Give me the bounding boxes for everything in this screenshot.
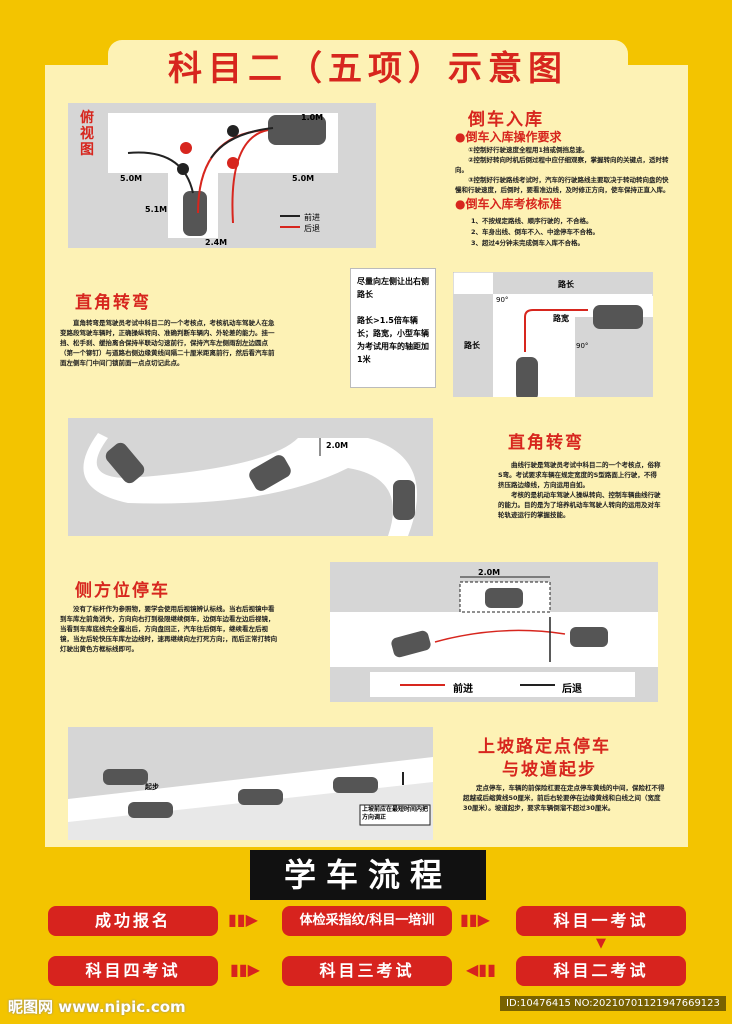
car-icon <box>570 627 608 647</box>
text: 2、车身出线、倒车不入、中途停车不合格。 <box>471 228 600 236</box>
section-heading: 与坡道起步 <box>502 760 597 780</box>
back-label: 后退 <box>562 684 582 695</box>
dim-label: 5.0M <box>292 174 315 183</box>
reverse-parking-text: ●倒车入库操作要求 ①控制好行驶速度全程用1挡或倒挡怠速。 ②控制好转向时机后倒过… <box>455 128 670 249</box>
side-parking-diagram <box>330 562 658 702</box>
dim-label: 2.0M <box>478 568 501 577</box>
step-subject4: 科目四考试 <box>48 956 218 986</box>
arrow-right-icon: ▮▮▶ <box>228 910 258 929</box>
step-subject2: 科目二考试 <box>516 956 686 986</box>
arrow-right-icon: ▮▮▶ <box>230 960 260 979</box>
legend-forward: 前进 <box>304 213 320 222</box>
angle-label: 90° <box>496 296 509 304</box>
text: ③控制好行驶路线考试时，汽车的行驶路线主要取决于转动转向盘的快慢和行驶速度，后倒… <box>455 176 670 194</box>
car-icon <box>105 442 145 484</box>
dim-label: 路长 <box>464 341 480 350</box>
watermark-id: ID:10476415 NO:20210701121947669123 <box>500 996 726 1011</box>
arrow-down-icon: ▼ <box>596 936 606 951</box>
arrow-left-icon: ◀▮▮ <box>466 960 496 979</box>
angle-label: 90° <box>576 342 589 350</box>
page-title: 科目二（五项）示意图 <box>108 40 628 98</box>
step-exam-training: 体检采指纹/科目一培训 <box>282 906 452 936</box>
section-heading: 侧方位停车 <box>75 581 170 601</box>
step-register: 成功报名 <box>48 906 218 936</box>
reverse-parking-diagram <box>68 103 376 248</box>
car-icon <box>128 802 173 818</box>
text: ②控制好转向时机后倒过程中应仔细观察，掌握转向的关键点，适时转向。 <box>455 156 669 174</box>
text: 考核的是机动车驾驶人操纵转向、控制车辆曲线行驶的能力。目的是为了培养机动车驾驶人… <box>498 491 661 519</box>
legend-back: 后退 <box>304 224 320 233</box>
text: 没有了标杆作为参照物，要学会使用后视镜辨认标线。当右后视镜中看到车库左前角消失，… <box>60 605 278 653</box>
car-icon <box>333 777 378 793</box>
start-label: 起步 <box>145 783 159 791</box>
section-heading: 上坡路定点停车 <box>478 737 611 757</box>
car-icon <box>391 630 431 658</box>
dim-label: 路长 <box>558 280 574 289</box>
section-heading: 倒车入库 <box>468 110 544 130</box>
process-banner: 学车流程 <box>250 850 486 900</box>
text: 1、不按规定路线、顺序行驶的，不合格。 <box>471 217 593 225</box>
car-icon <box>485 588 523 608</box>
dim-label: 路宽 <box>553 314 569 323</box>
subheading: ●倒车入库考核标准 <box>455 197 562 211</box>
step-subject1: 科目一考试 <box>516 906 686 936</box>
arrow-right-icon: ▮▮▶ <box>460 910 490 929</box>
car-icon <box>516 357 538 397</box>
text: 定点停车，车辆的前保险杠要在定点停车黄线的中间，保险杠不得超越或后缩黄线50厘米… <box>463 784 665 812</box>
car-icon <box>183 191 207 236</box>
car-icon <box>238 789 283 805</box>
s-curve-diagram <box>68 418 433 536</box>
dim-label: 5.0M <box>120 174 143 183</box>
text: 3、超过4分钟未完成倒车入库不合格。 <box>471 239 585 247</box>
dim-label: 2.0M <box>326 441 349 450</box>
watermark-logo: 昵图网 www.nipic.com <box>8 998 186 1016</box>
slope-diagram <box>68 727 433 840</box>
car-icon <box>103 769 148 785</box>
text: 路长>1.5倍车辆长；路宽，小型车辆为考试用车的轴距加1米 <box>357 316 429 364</box>
text: 曲线行驶是驾驶员考试中科目二的一个考核点，俗称S弯。考试要求车辆在规定宽度的S型… <box>498 461 661 489</box>
text: 尽量向左侧让出右侧路长 <box>357 277 429 299</box>
text: ①控制好行驶速度全程用1挡或倒挡怠速。 <box>468 146 589 154</box>
text: 直角转弯是驾驶员考试中科目二的一个考核点，考核机动车驾驶人在急变路段驾驶车辆时，… <box>60 319 275 367</box>
forward-label: 前进 <box>453 684 473 695</box>
right-angle-diagram <box>453 272 653 397</box>
note: 上坡前应在最短时间内把方向调正 <box>362 806 429 821</box>
car-icon <box>593 305 643 329</box>
subheading: ●倒车入库操作要求 <box>455 130 562 144</box>
dim-label: 5.1M <box>145 205 168 214</box>
dim-label: 1.0M <box>301 113 324 122</box>
section-heading: 直角转弯 <box>75 293 151 313</box>
dim-label: 2.4M <box>205 238 228 247</box>
view-label: 俯视图 <box>80 110 96 158</box>
car-icon <box>393 480 415 520</box>
car-icon <box>249 455 291 491</box>
car-icon <box>268 115 326 145</box>
step-subject3: 科目三考试 <box>282 956 452 986</box>
note-box: 尽量向左侧让出右侧路长 路长>1.5倍车辆长；路宽，小型车辆为考试用车的轴距加1… <box>350 268 436 388</box>
section-heading: 直角转弯 <box>508 433 584 453</box>
